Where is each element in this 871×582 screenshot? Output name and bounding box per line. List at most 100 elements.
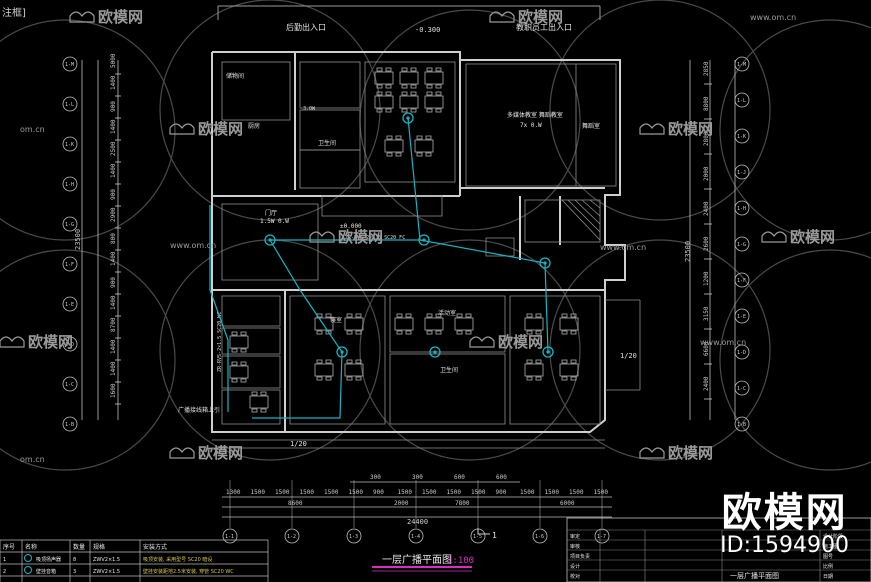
right-dimension-value: 2800 [703,131,710,146]
right-dimension-value: 2400 [703,201,710,216]
ceiling-speakers [264,112,554,358]
legend-header: 序号 [3,543,15,551]
ratio-label-1: 1/20 [620,352,637,360]
right-dimension-value: 2000 [703,166,710,181]
axis-bubble-left: 1-F [62,256,78,272]
axis-label: 1-F [737,278,746,284]
axis-label: 1-H [737,206,746,212]
title-block-right-label: 图号 [823,554,833,560]
legend-cell: 1 [3,557,6,563]
watermark-url-short: om.cn [20,125,45,134]
furniture-group [229,67,579,413]
entrance-teach-label: 教职员工出入口 [516,22,572,32]
elevation-main: -0.300 [415,26,440,34]
axis-label: 1-4 [411,534,420,540]
bottom-dimension-value: 1500 [324,489,339,496]
title-block-right-label: 设计阶段 [823,533,843,540]
legend-header: 数量 [73,543,85,551]
legend-cell: 3 [73,569,76,575]
watermark-logo: 欧模网 [0,333,73,351]
axis-bubble-left: 1-L [62,96,78,112]
desk-cluster [374,67,394,89]
section-mark [477,528,490,535]
legend-cell: 壁挂音箱 [36,568,56,575]
watermark-url-short: om.cn [20,455,45,464]
axis-label: 1-2 [287,534,296,540]
axis-label: 1-6 [535,534,544,540]
right-dimension-value: 6600 [703,341,710,356]
title-block-drawing-name: 一层广播平面图 [730,571,779,580]
legend-cell: 吸顶扬声器 [36,556,61,563]
watermark-logo: 欧模网 [169,120,243,138]
legend-cell: 8 [73,557,76,563]
watermarks: 欧模网欧模网欧模网欧模网欧模网欧模网欧模网欧模网欧模网欧模网www.om.cnw… [0,8,835,464]
bottom-dimension-value: 1500 [545,489,560,496]
legend-cell: 吸顶安装, 采用型号 SC20 暗设 [143,556,212,563]
axis-label: 1-D [737,350,746,356]
axis-label: 1-G [65,222,74,228]
legend-cell: ZWV2×1.5 [93,569,120,575]
axis-bubble-left: 1-E [62,296,78,312]
right-axis-bubbles: 1-M1-L1-K1-J1-H1-G1-F1-E1-D1-C1-B [734,56,750,432]
desk-cluster [344,359,364,381]
left-dimension-value: 1400 [110,119,117,134]
axis-bubble-left: 1-D [62,336,78,352]
left-axis-bubbles: 1-M1-L1-K1-H1-G1-F1-E1-D1-C1-B [62,56,78,432]
axis-bubble-bottom: 1-6 [532,528,548,544]
desk-cluster [314,359,334,381]
cable-note-3: 广播接线箱上引 [178,406,220,414]
bottom-dimension-value: 1500 [349,489,364,496]
watermark-text: 欧模网 [790,228,835,246]
axis-bubble-bottom: 1-1 [222,528,238,544]
desk-cluster [424,67,444,89]
drawing-title: 一层广播平面图 [382,553,452,566]
bottom-dimension-value: 1500 [300,489,315,496]
axis-bubble-bottom: 1-4 [408,528,424,544]
left-dimension-value: 2900 [110,207,117,222]
legend-cell: 2 [3,569,6,575]
room-kitchen-label: 厨房 [248,122,260,130]
left-dimension-value: 900 [110,277,117,288]
bottom-dimension-span: 8600 [288,500,303,507]
room-c-label: 卫生间 [440,366,458,374]
bottom-dimension-span: 6000 [560,500,575,507]
stair-hatch [485,199,601,257]
room-toilet-label: 卫生间 [318,139,336,147]
legend-header: 安装方式 [143,543,167,551]
desk-cluster [454,313,474,335]
bottom-dimension-mid-value: 300 [412,474,423,481]
left-dimension-value: 1400 [110,295,117,310]
desk-cluster [384,135,404,157]
axis-label: 1-1 [225,534,234,540]
interior-lines [212,61,641,449]
right-dimension-lines [689,60,736,420]
axis-label: 1-M [737,62,746,68]
desk-cluster [399,67,419,89]
axis-label: 1-5 [473,534,482,540]
axis-bubble-bottom: 1-2 [284,528,300,544]
axis-bubble-right: 1-B [734,416,750,432]
axis-bubble-bottom: 1-3 [346,528,362,544]
axis-bubble-left: 1-K [62,136,78,152]
desk-cluster [249,391,269,413]
axis-label: 1-B [737,422,746,428]
section-mark-label: 1 [492,531,497,540]
speaker-note: 3.0W [303,106,316,112]
bottom-total-dimension: 24400 [407,518,428,526]
axis-bubble-right: 1-D [734,344,750,360]
left-dimension-value: 2500 [110,141,117,156]
left-dimension-value: 1400 [110,163,117,178]
axis-bubble-right: 1-M [734,56,750,72]
legend-header: 规格 [93,543,105,551]
axis-label: 1-E [737,314,746,320]
desk-cluster [559,359,579,381]
axis-label: 1-3 [349,534,358,540]
title-block-right-label: 施工图 [823,543,838,550]
watermark-text: 欧模网 [518,8,563,26]
floor-level: ±0.000 [340,223,362,230]
axis-bubble-right: 1-J [734,164,750,180]
left-total-dimension: 23500 [74,229,82,250]
